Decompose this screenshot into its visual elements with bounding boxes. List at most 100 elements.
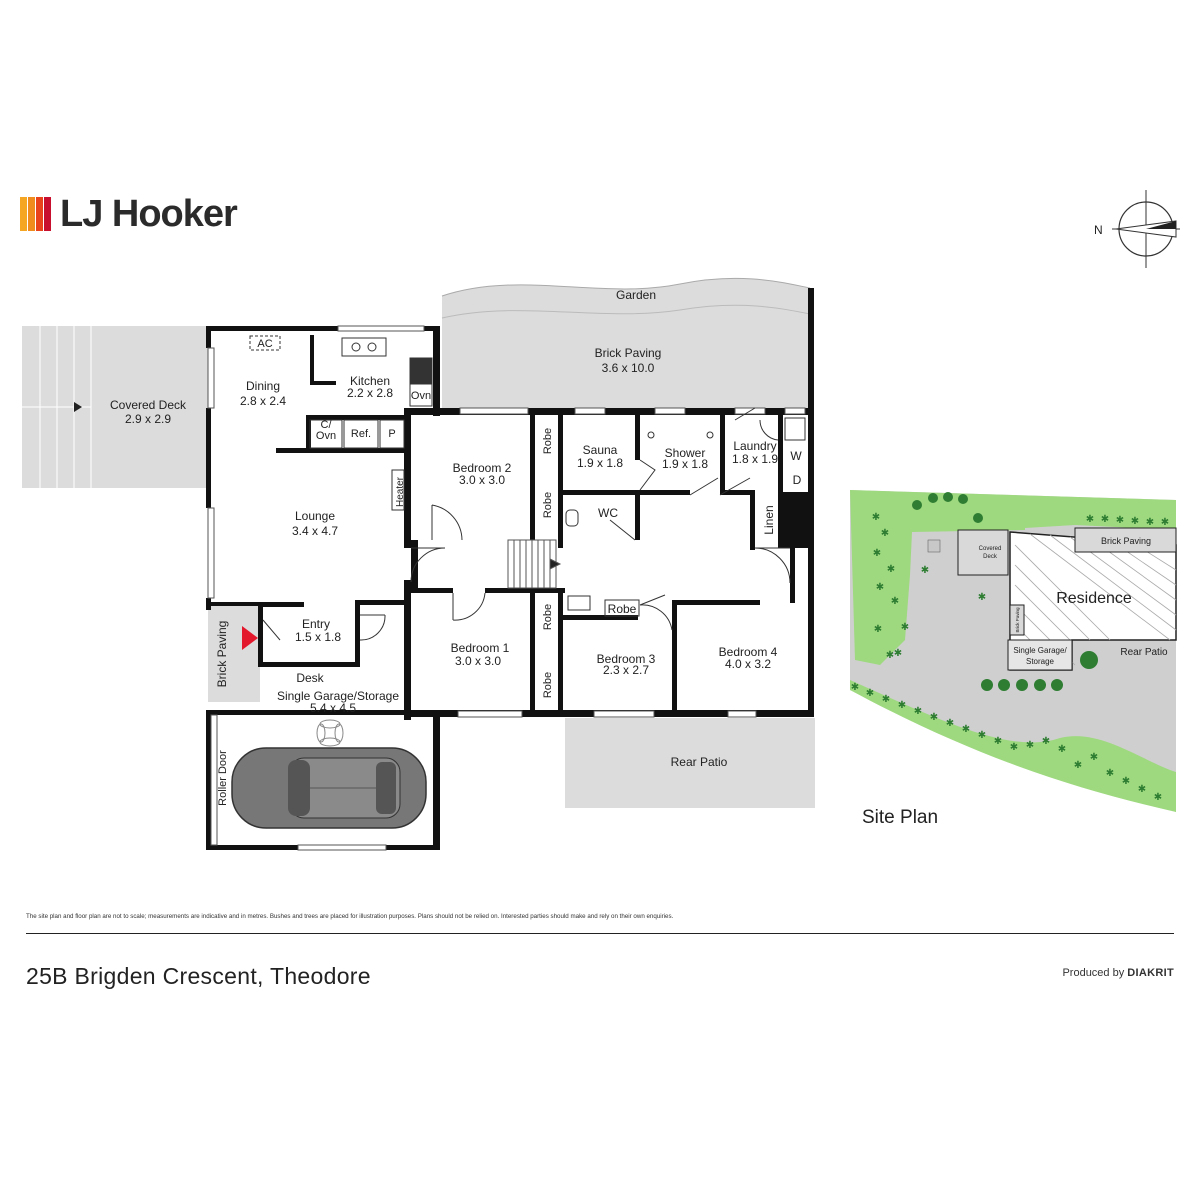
pantry-label: P xyxy=(388,428,395,440)
svg-text:✱: ✱ xyxy=(930,712,938,723)
svg-text:✱: ✱ xyxy=(886,650,894,661)
lj-hooker-logo: LJ Hooker xyxy=(20,193,238,235)
brand-name: LJ Hooker xyxy=(60,193,238,235)
rotated-labels: Robe Robe Robe Robe Heater Linen Brick P… xyxy=(215,428,776,806)
ceiling-fan-icon xyxy=(316,719,344,747)
svg-text:✱: ✱ xyxy=(873,548,881,559)
site-rear-patio-label: Rear Patio xyxy=(1120,647,1168,658)
heater-label: Heater xyxy=(395,476,406,507)
compass-icon: N xyxy=(1094,190,1180,268)
brand-color-bars xyxy=(20,197,52,231)
site-brick-paving-small-label: Brick Paving xyxy=(1015,607,1020,633)
bedroom4-size: 4.0 x 3.2 xyxy=(725,657,771,671)
svg-text:✱: ✱ xyxy=(1042,736,1050,747)
kitchen-fixtures xyxy=(249,335,433,511)
robe-label-bed2-b: Robe xyxy=(542,492,554,518)
site-garage-label-1: Single Garage/ xyxy=(1013,646,1067,655)
producer-name: DIAKRIT xyxy=(1127,967,1174,979)
svg-text:✱: ✱ xyxy=(1138,784,1146,795)
robe-label-bed1-b: Robe xyxy=(542,672,554,698)
ac-label: AC xyxy=(257,338,272,350)
robe-label-bed3: Robe xyxy=(608,602,637,616)
bathroom-fixtures xyxy=(565,417,806,617)
garage-size: 5.4 x 4.5 xyxy=(310,701,356,715)
car-icon xyxy=(231,747,427,829)
bedroom2-size: 3.0 x 3.0 xyxy=(459,473,505,487)
bedroom2-name: Bedroom 2 xyxy=(453,461,512,475)
svg-text:✱: ✱ xyxy=(851,682,859,693)
brand-bar xyxy=(36,197,43,231)
svg-text:✱: ✱ xyxy=(866,688,874,699)
brick-paving-side-label: Brick Paving xyxy=(215,621,229,688)
entry-arrow-icon xyxy=(242,626,258,650)
produced-by-prefix: Produced by xyxy=(1062,967,1125,979)
svg-text:✱: ✱ xyxy=(921,565,929,576)
garden-label: Garden xyxy=(616,288,656,302)
dryer-label: D xyxy=(793,473,802,487)
svg-text:✱: ✱ xyxy=(1058,744,1066,755)
svg-text:✱: ✱ xyxy=(914,706,922,717)
svg-text:✱: ✱ xyxy=(1086,514,1094,525)
bedroom4-name: Bedroom 4 xyxy=(719,645,778,659)
disclaimer: The site plan and floor plan are not to … xyxy=(26,913,674,920)
covered-deck-size: 2.9 x 2.9 xyxy=(125,412,171,426)
produced-by: Produced by DIAKRIT xyxy=(1062,967,1174,979)
sauna-size: 1.9 x 1.8 xyxy=(577,456,623,470)
outdoor-areas xyxy=(22,277,815,808)
site-residence-label: Residence xyxy=(1056,590,1132,607)
brand-bar xyxy=(28,197,35,231)
dining-name: Dining xyxy=(246,379,280,393)
robe-label-bed2-a: Robe xyxy=(542,428,554,454)
svg-text:✱: ✱ xyxy=(887,564,895,575)
svg-text:✱: ✱ xyxy=(901,622,909,633)
svg-text:✱: ✱ xyxy=(1106,768,1114,779)
bedroom1-size: 3.0 x 3.0 xyxy=(455,654,501,668)
shower-size: 1.9 x 1.8 xyxy=(662,457,708,471)
sauna-name: Sauna xyxy=(583,443,618,457)
svg-text:✱: ✱ xyxy=(978,592,986,603)
site-brick-paving-label: Brick Paving xyxy=(1101,536,1151,546)
lounge-size: 3.4 x 4.7 xyxy=(292,524,338,538)
footer-divider xyxy=(26,933,1174,934)
laundry-name: Laundry xyxy=(733,439,776,453)
site-covered-deck-label-1: Covered xyxy=(979,546,1002,552)
svg-text:✱: ✱ xyxy=(1074,760,1082,771)
svg-text:✱: ✱ xyxy=(1116,515,1124,526)
c-oven-label-2: Ovn xyxy=(316,430,336,442)
kitchen-size: 2.2 x 2.8 xyxy=(347,386,393,400)
compass-label: N xyxy=(1094,223,1103,237)
desk-label: Desk xyxy=(296,671,324,685)
site-plan: ✱ ✱ ✱ ✱ ✱ ✱ ✱ ✱ ✱ ✱ ✱ ✱ ✱ ✱ ✱ ✱ ✱ ✱ ✱ ✱ xyxy=(850,490,1177,828)
svg-text:✱: ✱ xyxy=(874,624,882,635)
site-garage-label-2: Storage xyxy=(1026,657,1055,666)
site-plan-title: Site Plan xyxy=(862,807,938,828)
windows xyxy=(207,325,806,851)
covered-deck-name: Covered Deck xyxy=(110,398,187,412)
linen-label: Linen xyxy=(762,505,776,534)
rear-patio-label: Rear Patio xyxy=(671,755,728,769)
brand-bar xyxy=(20,197,27,231)
svg-text:✱: ✱ xyxy=(1122,776,1130,787)
property-address: 25B Brigden Crescent, Theodore xyxy=(26,963,371,989)
svg-text:✱: ✱ xyxy=(876,582,884,593)
svg-text:✱: ✱ xyxy=(881,528,889,539)
doors xyxy=(262,407,791,641)
brand-bar xyxy=(44,197,51,231)
svg-text:✱: ✱ xyxy=(1026,740,1034,751)
svg-text:✱: ✱ xyxy=(1146,517,1154,528)
bedroom3-name: Bedroom 3 xyxy=(597,652,656,666)
c-oven-label-1: C/ xyxy=(321,419,333,431)
garage-name: Single Garage/Storage xyxy=(277,689,399,703)
svg-text:✱: ✱ xyxy=(1090,752,1098,763)
kitchen-name: Kitchen xyxy=(350,374,390,388)
roller-door-label: Roller Door xyxy=(217,750,229,806)
svg-text:✱: ✱ xyxy=(1010,742,1018,753)
svg-text:✱: ✱ xyxy=(882,694,890,705)
dining-size: 2.8 x 2.4 xyxy=(240,394,286,408)
shower-name: Shower xyxy=(665,446,706,460)
brick-paving-name: Brick Paving xyxy=(595,346,662,360)
svg-text:✱: ✱ xyxy=(994,736,1002,747)
lounge-name: Lounge xyxy=(295,509,335,523)
